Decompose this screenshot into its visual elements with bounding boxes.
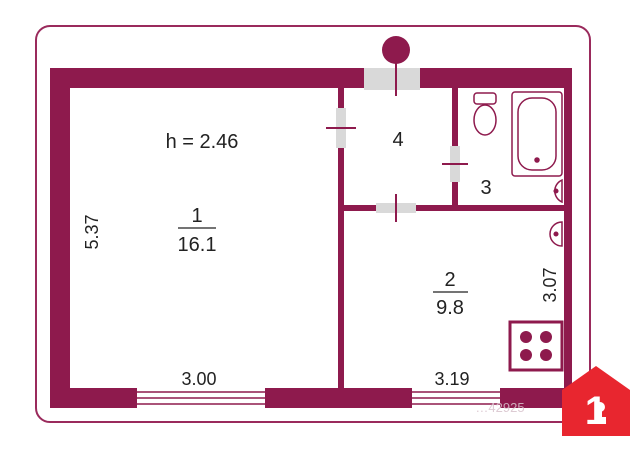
room-1-area: 16.1 [178,234,217,256]
room-3-number: 3 [480,177,491,199]
logo-number: 1 [585,389,607,433]
room-4-number: 4 [392,129,403,151]
doorway-room4-room3 [442,146,468,182]
window-right [412,388,500,408]
window-left [137,388,265,408]
bottom-left-dimension: 3.00 [181,369,216,389]
room-2-area: 9.8 [436,297,464,319]
kitchen-sink-icon [549,221,563,247]
bottom-right-dimension: 3.19 [434,369,469,389]
exterior-walls [50,68,572,408]
right-wall-dimension: 3.07 [540,267,560,302]
bathroom-sink-icon [553,178,563,204]
bathtub-icon [511,91,563,177]
stove-icon [508,320,564,372]
entrance-marker-icon [382,36,410,64]
outer-frame [35,25,591,423]
room-2-number: 2 [444,269,455,291]
room-1-number: 1 [191,205,202,227]
site-logo: 1 [562,366,630,436]
toilet-icon [473,92,497,136]
entrance-door [364,36,420,96]
doorway-room1-room4 [326,108,356,148]
ceiling-height-label: h = 2.46 [166,131,239,153]
doorway-room4-room2 [376,194,416,222]
left-wall-dimension: 5.37 [82,214,102,249]
key-icon [595,402,606,424]
watermark-text: …42925 [475,400,524,415]
